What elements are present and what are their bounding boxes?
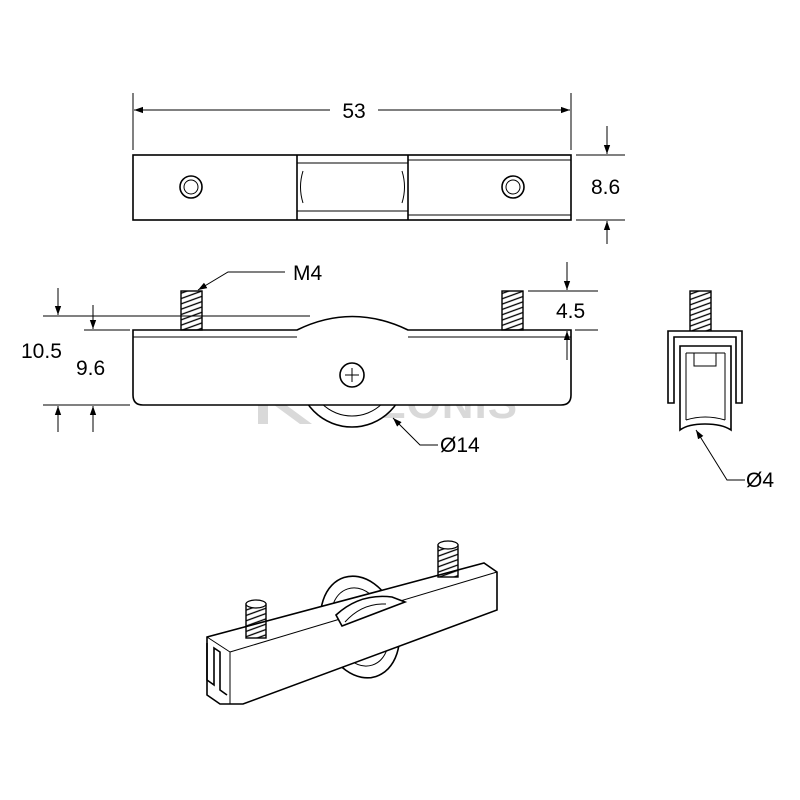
dimension-body-height: 9.6 xyxy=(76,305,130,432)
front-view-stud-right xyxy=(501,290,524,331)
top-view xyxy=(132,154,572,221)
callout-thread-label: M4 xyxy=(293,262,322,285)
side-view-wheel xyxy=(679,345,732,432)
callout-wheel-diameter: Ø14 xyxy=(392,417,480,457)
isometric-view xyxy=(206,540,498,705)
dimension-stud-height-label: 4.5 xyxy=(556,300,585,323)
top-view-body xyxy=(132,154,572,221)
dimension-total-height: 10.5 xyxy=(21,288,310,432)
dimension-stud-height: 4.5 xyxy=(528,262,598,360)
callout-thread: M4 xyxy=(197,262,322,291)
dimension-total-height-label: 10.5 xyxy=(21,340,62,363)
top-view-hole-right-icon xyxy=(501,175,525,199)
isometric-body xyxy=(206,562,498,705)
dimension-width: 8.6 xyxy=(576,126,625,244)
axle-screw-icon xyxy=(339,362,365,388)
isometric-stud-right xyxy=(437,540,459,578)
dimension-length-label: 53 xyxy=(342,100,365,123)
isometric-stud-left xyxy=(245,599,267,639)
front-view-body xyxy=(132,315,572,406)
front-view-stud-left xyxy=(180,290,203,331)
dimension-width-label: 8.6 xyxy=(591,176,620,199)
dimension-body-height-label: 9.6 xyxy=(76,357,105,380)
side-view xyxy=(667,290,743,432)
front-view xyxy=(132,290,572,428)
callout-wheel-diameter-label: Ø14 xyxy=(440,434,480,457)
side-view-stud xyxy=(689,290,712,334)
callout-groove-diameter: Ø4 xyxy=(695,429,774,492)
top-view-hole-left-icon xyxy=(179,175,203,199)
callout-groove-diameter-label: Ø4 xyxy=(746,469,774,492)
dimension-length: 53 xyxy=(132,93,572,150)
side-view-bracket xyxy=(667,330,743,404)
